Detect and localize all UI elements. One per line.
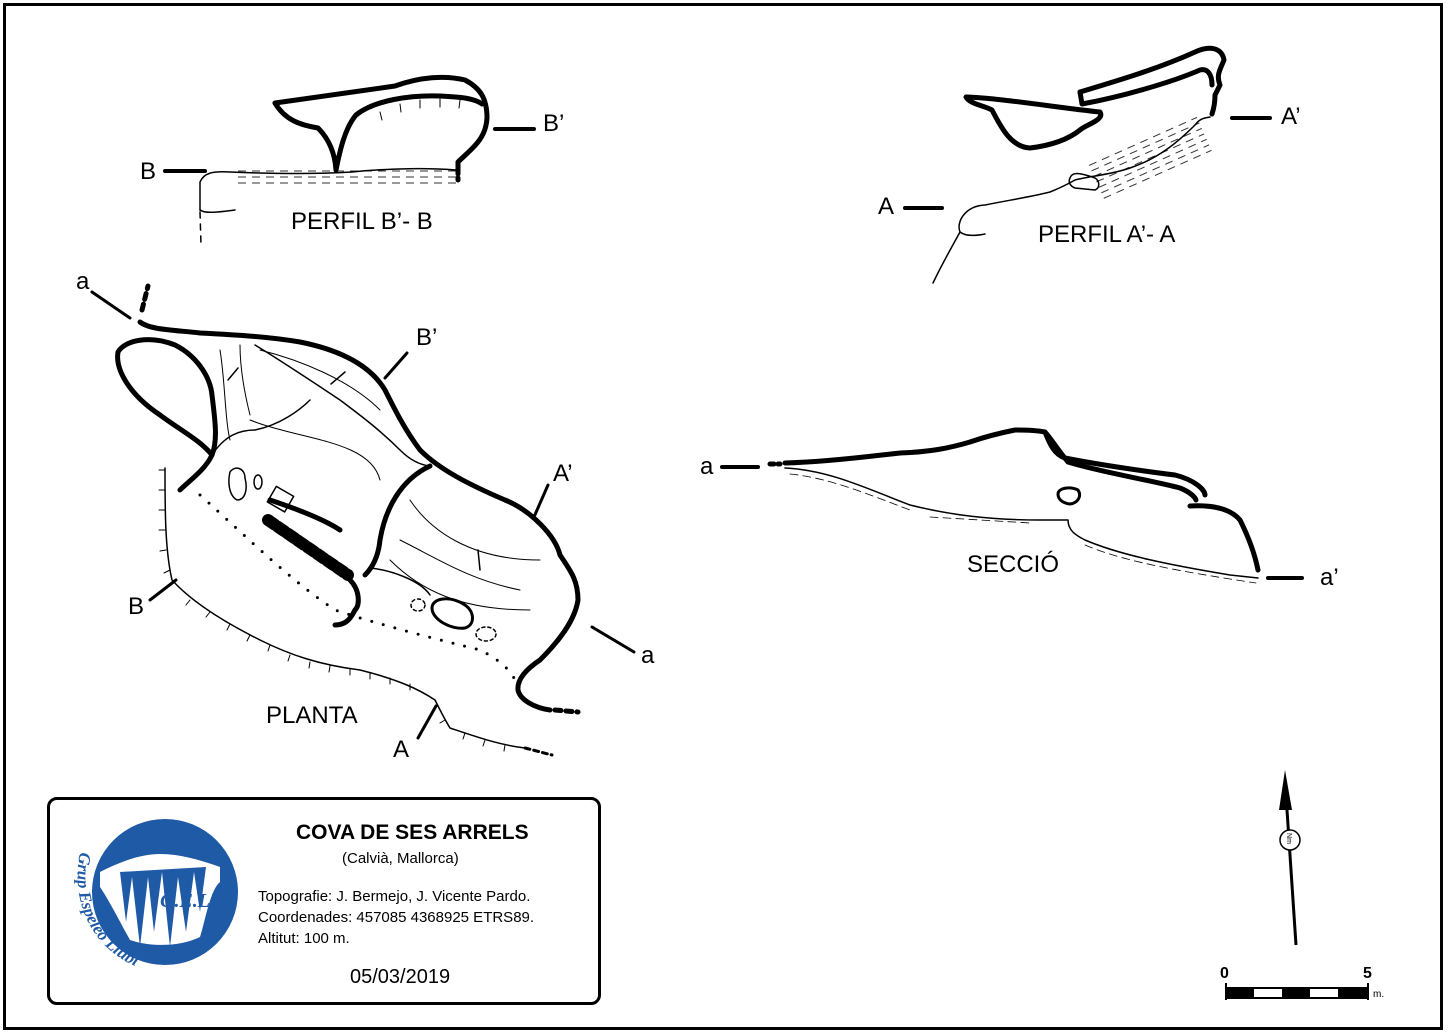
- north-label: Nm: [1284, 833, 1292, 844]
- scale-five: 5: [1363, 965, 1372, 982]
- profile-a-drawing: [903, 45, 1272, 284]
- scale-bar: [1225, 983, 1369, 1000]
- marker-a-profile: A: [878, 193, 895, 220]
- profile-a-label: PERFIL A’- A: [1038, 221, 1176, 248]
- section-label: SECCIÓ: [967, 551, 1060, 578]
- marker-a-plan-right: a: [641, 642, 655, 669]
- topography-credit: Topografie: J. Bermejo, J. Vicente Pardo…: [258, 888, 531, 905]
- marker-a-plan: A: [393, 736, 410, 763]
- marker-a-prime-profile: A’: [1281, 103, 1301, 130]
- scale-unit: m.: [1373, 989, 1385, 1000]
- marker-b-prime-plan: B’: [416, 324, 438, 351]
- marker-b-prime-profile: B’: [543, 110, 565, 137]
- plan-label: PLANTA: [266, 702, 358, 729]
- coordinates: Coordenades: 457085 4368925 ETRS89.: [258, 909, 535, 926]
- map-frame: [3, 3, 1443, 1030]
- survey-date: 05/03/2019: [350, 966, 451, 988]
- profile-b-drawing: [163, 74, 536, 246]
- plan-drawing: [90, 283, 636, 757]
- marker-a-section: a: [700, 453, 714, 480]
- altitude: Altitut: 100 m.: [258, 930, 350, 947]
- marker-a-plan-top: a: [76, 268, 90, 295]
- gell-logo: G.E.LL. Grup Espeleo Llubí: [73, 819, 238, 971]
- cave-name: COVA DE SES ARRELS: [296, 821, 529, 844]
- marker-b-profile: B: [140, 158, 157, 185]
- profile-b-label: PERFIL B’- B: [291, 208, 433, 235]
- marker-b-plan: B: [128, 593, 145, 620]
- section-drawing: [720, 427, 1304, 584]
- marker-a-prime-plan: A’: [553, 460, 573, 487]
- cave-location: (Calvià, Mallorca): [342, 850, 459, 867]
- scale-zero: 0: [1220, 965, 1229, 982]
- logo-abbrev: G.E.LL.: [160, 890, 227, 912]
- marker-a-prime-section: a’: [1320, 564, 1339, 591]
- north-arrow: [1279, 770, 1301, 946]
